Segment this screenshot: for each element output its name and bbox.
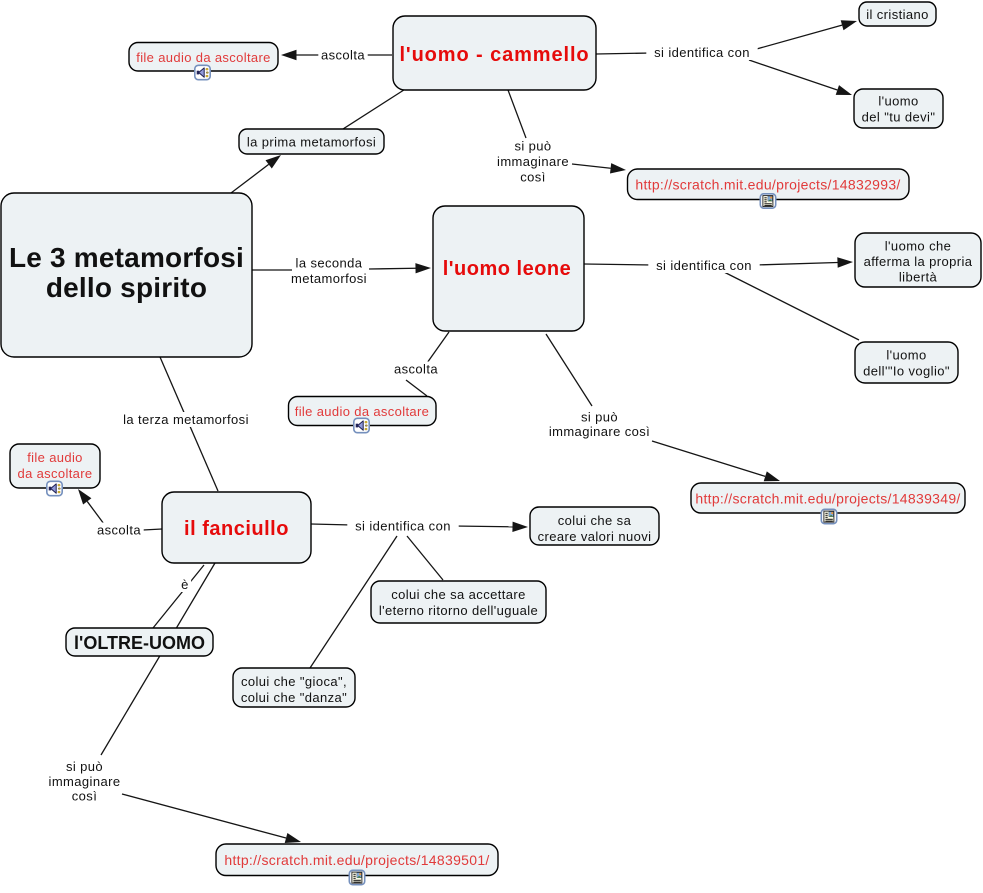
svg-text:si può: si può [581,410,618,425]
svg-text:colui che sa accettare: colui che sa accettare [391,587,526,602]
svg-text:file audio: file audio [27,450,83,465]
svg-text:si identifica con: si identifica con [654,45,750,60]
svg-text:metamorfosi: metamorfosi [291,271,367,286]
svg-text:creare valori nuovi: creare valori nuovi [538,529,652,544]
svg-text:l'uomo leone: l'uomo leone [443,258,572,280]
svg-text:l'uomo: l'uomo [878,94,918,109]
svg-text:immaginare: immaginare [49,774,121,789]
svg-text:il cristiano: il cristiano [866,7,929,22]
svg-text:ascolta: ascolta [97,523,141,538]
svg-text:del "tu devi": del "tu devi" [862,110,936,125]
svg-text:colui che sa: colui che sa [558,513,632,528]
svg-text:Le 3 metamorfosi: Le 3 metamorfosi [9,242,244,273]
svg-text:da ascoltare: da ascoltare [17,466,92,481]
svg-text:http://scratch.mit.edu/project: http://scratch.mit.edu/projects/14839349… [695,490,960,506]
svg-text:immaginare: immaginare [497,154,569,169]
svg-text:colui che "danza": colui che "danza" [241,690,347,705]
svg-text:la seconda: la seconda [296,256,363,271]
svg-text:l'eterno ritorno dell'uguale: l'eterno ritorno dell'uguale [379,603,538,618]
svg-text:file audio da ascoltare: file audio da ascoltare [136,50,271,65]
svg-text:la terza metamorfosi: la terza metamorfosi [123,412,249,427]
svg-text:così: così [520,170,545,185]
svg-text:http://scratch.mit.edu/project: http://scratch.mit.edu/projects/14832993… [635,176,900,192]
svg-text:dell'"Io voglio": dell'"Io voglio" [863,364,950,379]
svg-text:l'uomo - cammello: l'uomo - cammello [399,44,589,66]
svg-text:l'uomo che: l'uomo che [885,239,951,254]
svg-text:libertà: libertà [899,270,938,285]
svg-text:ascolta: ascolta [394,362,438,377]
svg-text:si identifica con: si identifica con [355,519,451,534]
svg-text:immaginare così: immaginare così [549,424,650,439]
svg-text:file audio da ascoltare: file audio da ascoltare [295,404,430,419]
svg-text:si identifica con: si identifica con [656,258,752,273]
svg-text:l'uomo: l'uomo [886,348,926,363]
svg-text:afferma la propria: afferma la propria [864,254,973,269]
svg-text:è: è [181,577,189,592]
svg-text:http://scratch.mit.edu/project: http://scratch.mit.edu/projects/14839501… [224,852,489,868]
svg-text:colui che "gioca",: colui che "gioca", [241,674,347,689]
svg-text:così: così [72,789,97,804]
svg-text:si può: si può [66,759,103,774]
svg-text:il fanciullo: il fanciullo [184,518,289,540]
svg-text:dello spirito: dello spirito [46,272,207,303]
svg-text:ascolta: ascolta [321,48,365,63]
svg-text:la prima metamorfosi: la prima metamorfosi [247,135,376,150]
svg-text:si può: si può [514,139,551,154]
svg-text:l'OLTRE-UOMO: l'OLTRE-UOMO [74,633,205,653]
